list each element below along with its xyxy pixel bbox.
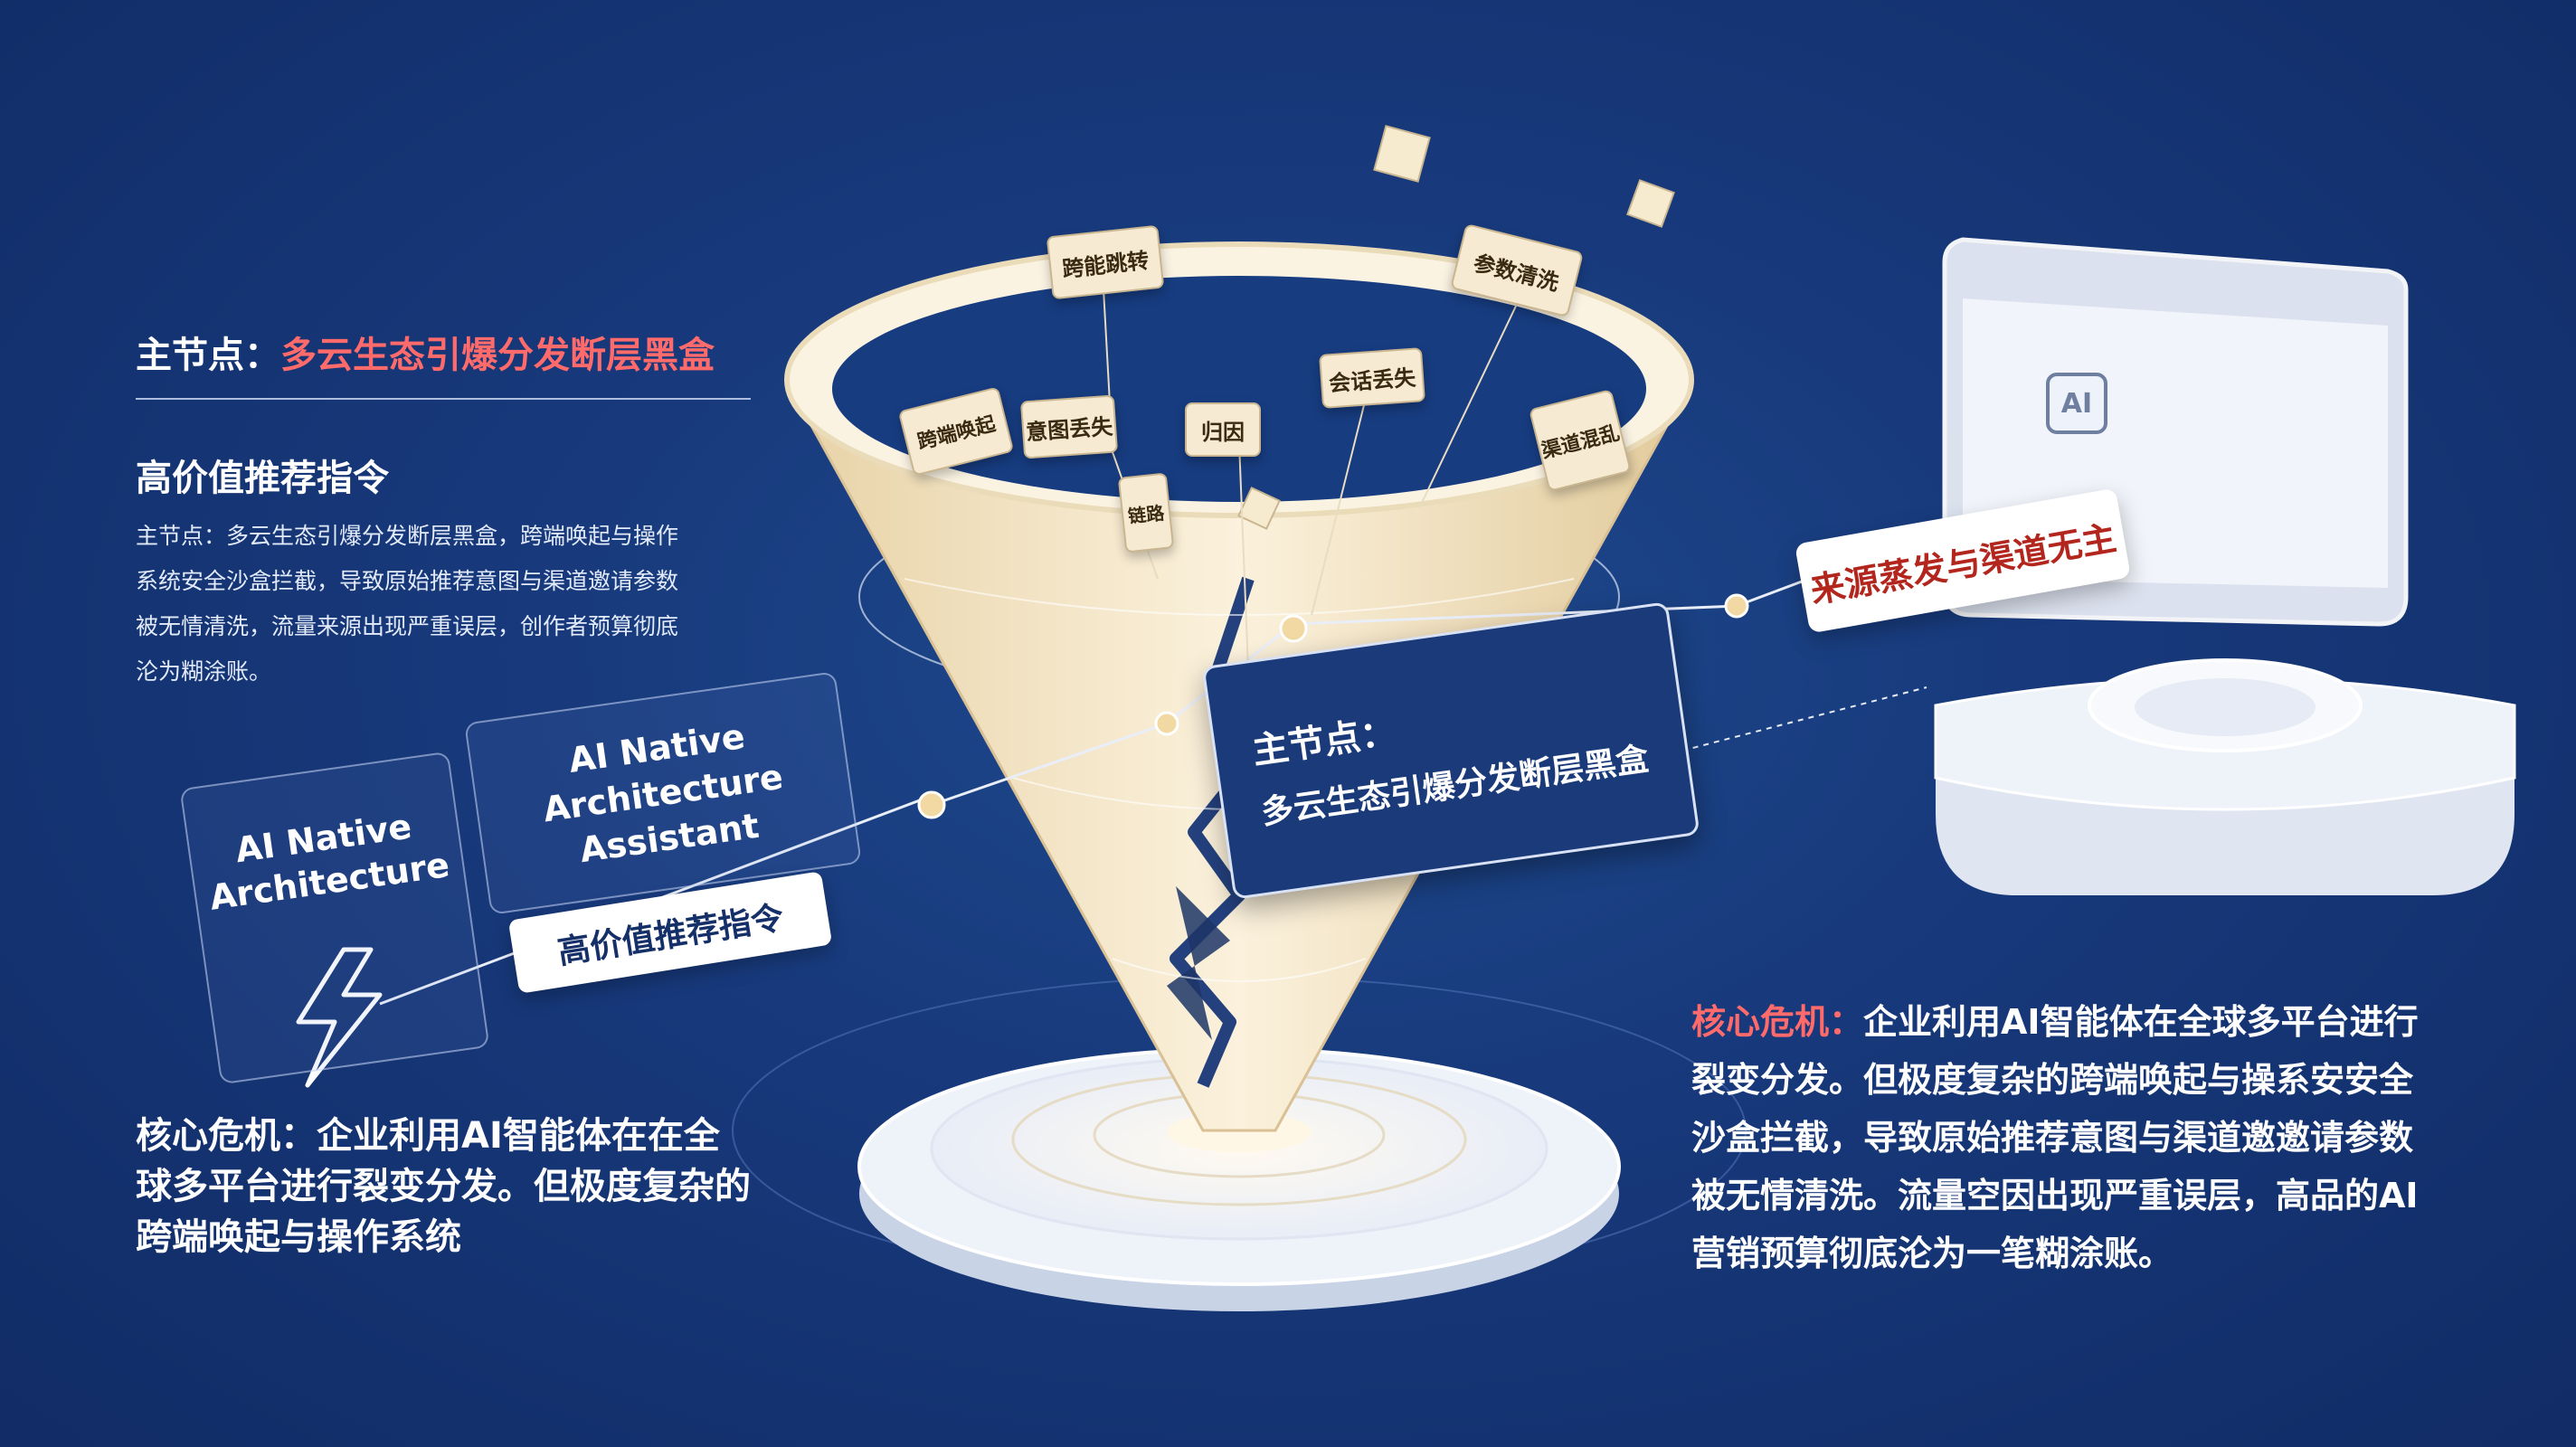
connector-node (1724, 593, 1749, 619)
crisis-text-left: 核心危机：企业利用AI智能体在在全球多平台进行裂变分发。但极度复杂的跨端唤起与操… (136, 1111, 751, 1263)
connector-line (1736, 577, 1810, 608)
crisis-body-left: 企业利用AI智能体在在全球多平台进行裂变分发。但极度复杂的跨端唤起与操作系统 (136, 1115, 751, 1258)
description-text: 主节点：多云生态引爆分发断层黑盒，跨端唤起与操作系统安全沙盒拦截，导致原始推荐意… (136, 523, 679, 685)
crisis-text-right: 核心危机：企业利用AI智能体在全球多平台进行裂变分发。但极度复杂的跨端唤起与操系… (1691, 993, 2442, 1282)
connector-node (1154, 711, 1179, 736)
main-node-heading: 主节点：多云生态引爆分发断层黑盒 (136, 326, 715, 378)
funnel-tag: 意图丢失 (1019, 394, 1119, 459)
funnel-tag: 跨能跳转 (1046, 224, 1165, 300)
connector-node (917, 790, 946, 819)
funnel-tag: 会话丢失 (1319, 347, 1425, 409)
heading-divider (136, 398, 751, 400)
crisis-label-left: 核心危机： (136, 1115, 317, 1157)
main-node-label: 主节点： (136, 335, 280, 376)
floating-cube (1626, 179, 1675, 228)
funnel-tag: 归因 (1185, 402, 1261, 457)
floating-cube (1373, 125, 1431, 183)
floating-cube (1237, 487, 1281, 530)
lightning-icon (296, 947, 383, 1088)
ai-badge-icon: AI (2046, 373, 2107, 434)
main-node-value: 多云生态引爆分发断层黑盒 (280, 335, 715, 376)
connector-line (1681, 686, 1927, 752)
crisis-body-right: 企业利用AI智能体在全球多平台进行裂变分发。但极度复杂的跨端唤起与操系安安全沙盒… (1691, 1002, 2419, 1273)
connector-node (1279, 614, 1308, 643)
connector-line (931, 722, 1168, 807)
ai-native-architecture-card: AI Native Architecture (179, 751, 490, 1085)
funnel-tag: 链路 (1117, 472, 1175, 553)
section-title: 高价值推荐指令 (136, 458, 389, 499)
crisis-label-right: 核心危机： (1691, 1002, 1864, 1042)
